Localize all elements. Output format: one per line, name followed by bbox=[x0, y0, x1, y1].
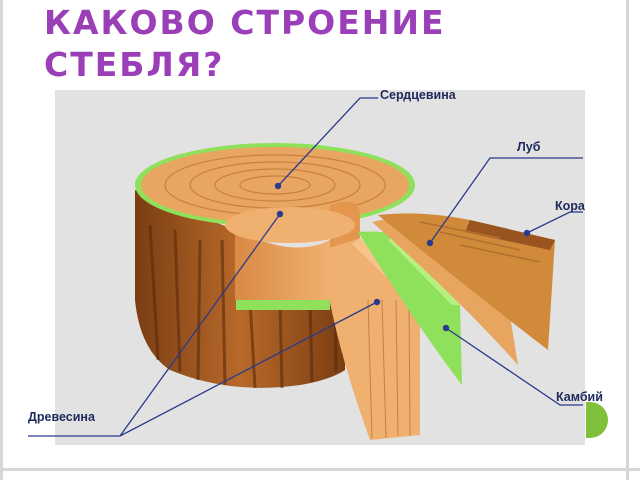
slide-border-left bbox=[0, 0, 3, 480]
label-heartwood: Сердцевина bbox=[380, 88, 457, 102]
slide-border-bottom bbox=[0, 468, 640, 471]
bark-slice bbox=[378, 213, 555, 350]
slide-border-right bbox=[626, 0, 629, 480]
leader-lines bbox=[28, 97, 583, 437]
leader-dots bbox=[274, 182, 531, 332]
label-wood: Древесина bbox=[28, 410, 96, 424]
cambium-slice bbox=[358, 231, 462, 385]
label-bark: Кора bbox=[555, 199, 586, 213]
label-cambium: Камбий bbox=[556, 390, 603, 404]
label-phloem: Луб bbox=[517, 140, 541, 154]
stump-bark bbox=[135, 190, 345, 389]
slide-title: КАКОВО СТРОЕНИЕ СТЕБЛЯ? bbox=[44, 3, 446, 84]
decorative-green-shape bbox=[586, 402, 608, 438]
